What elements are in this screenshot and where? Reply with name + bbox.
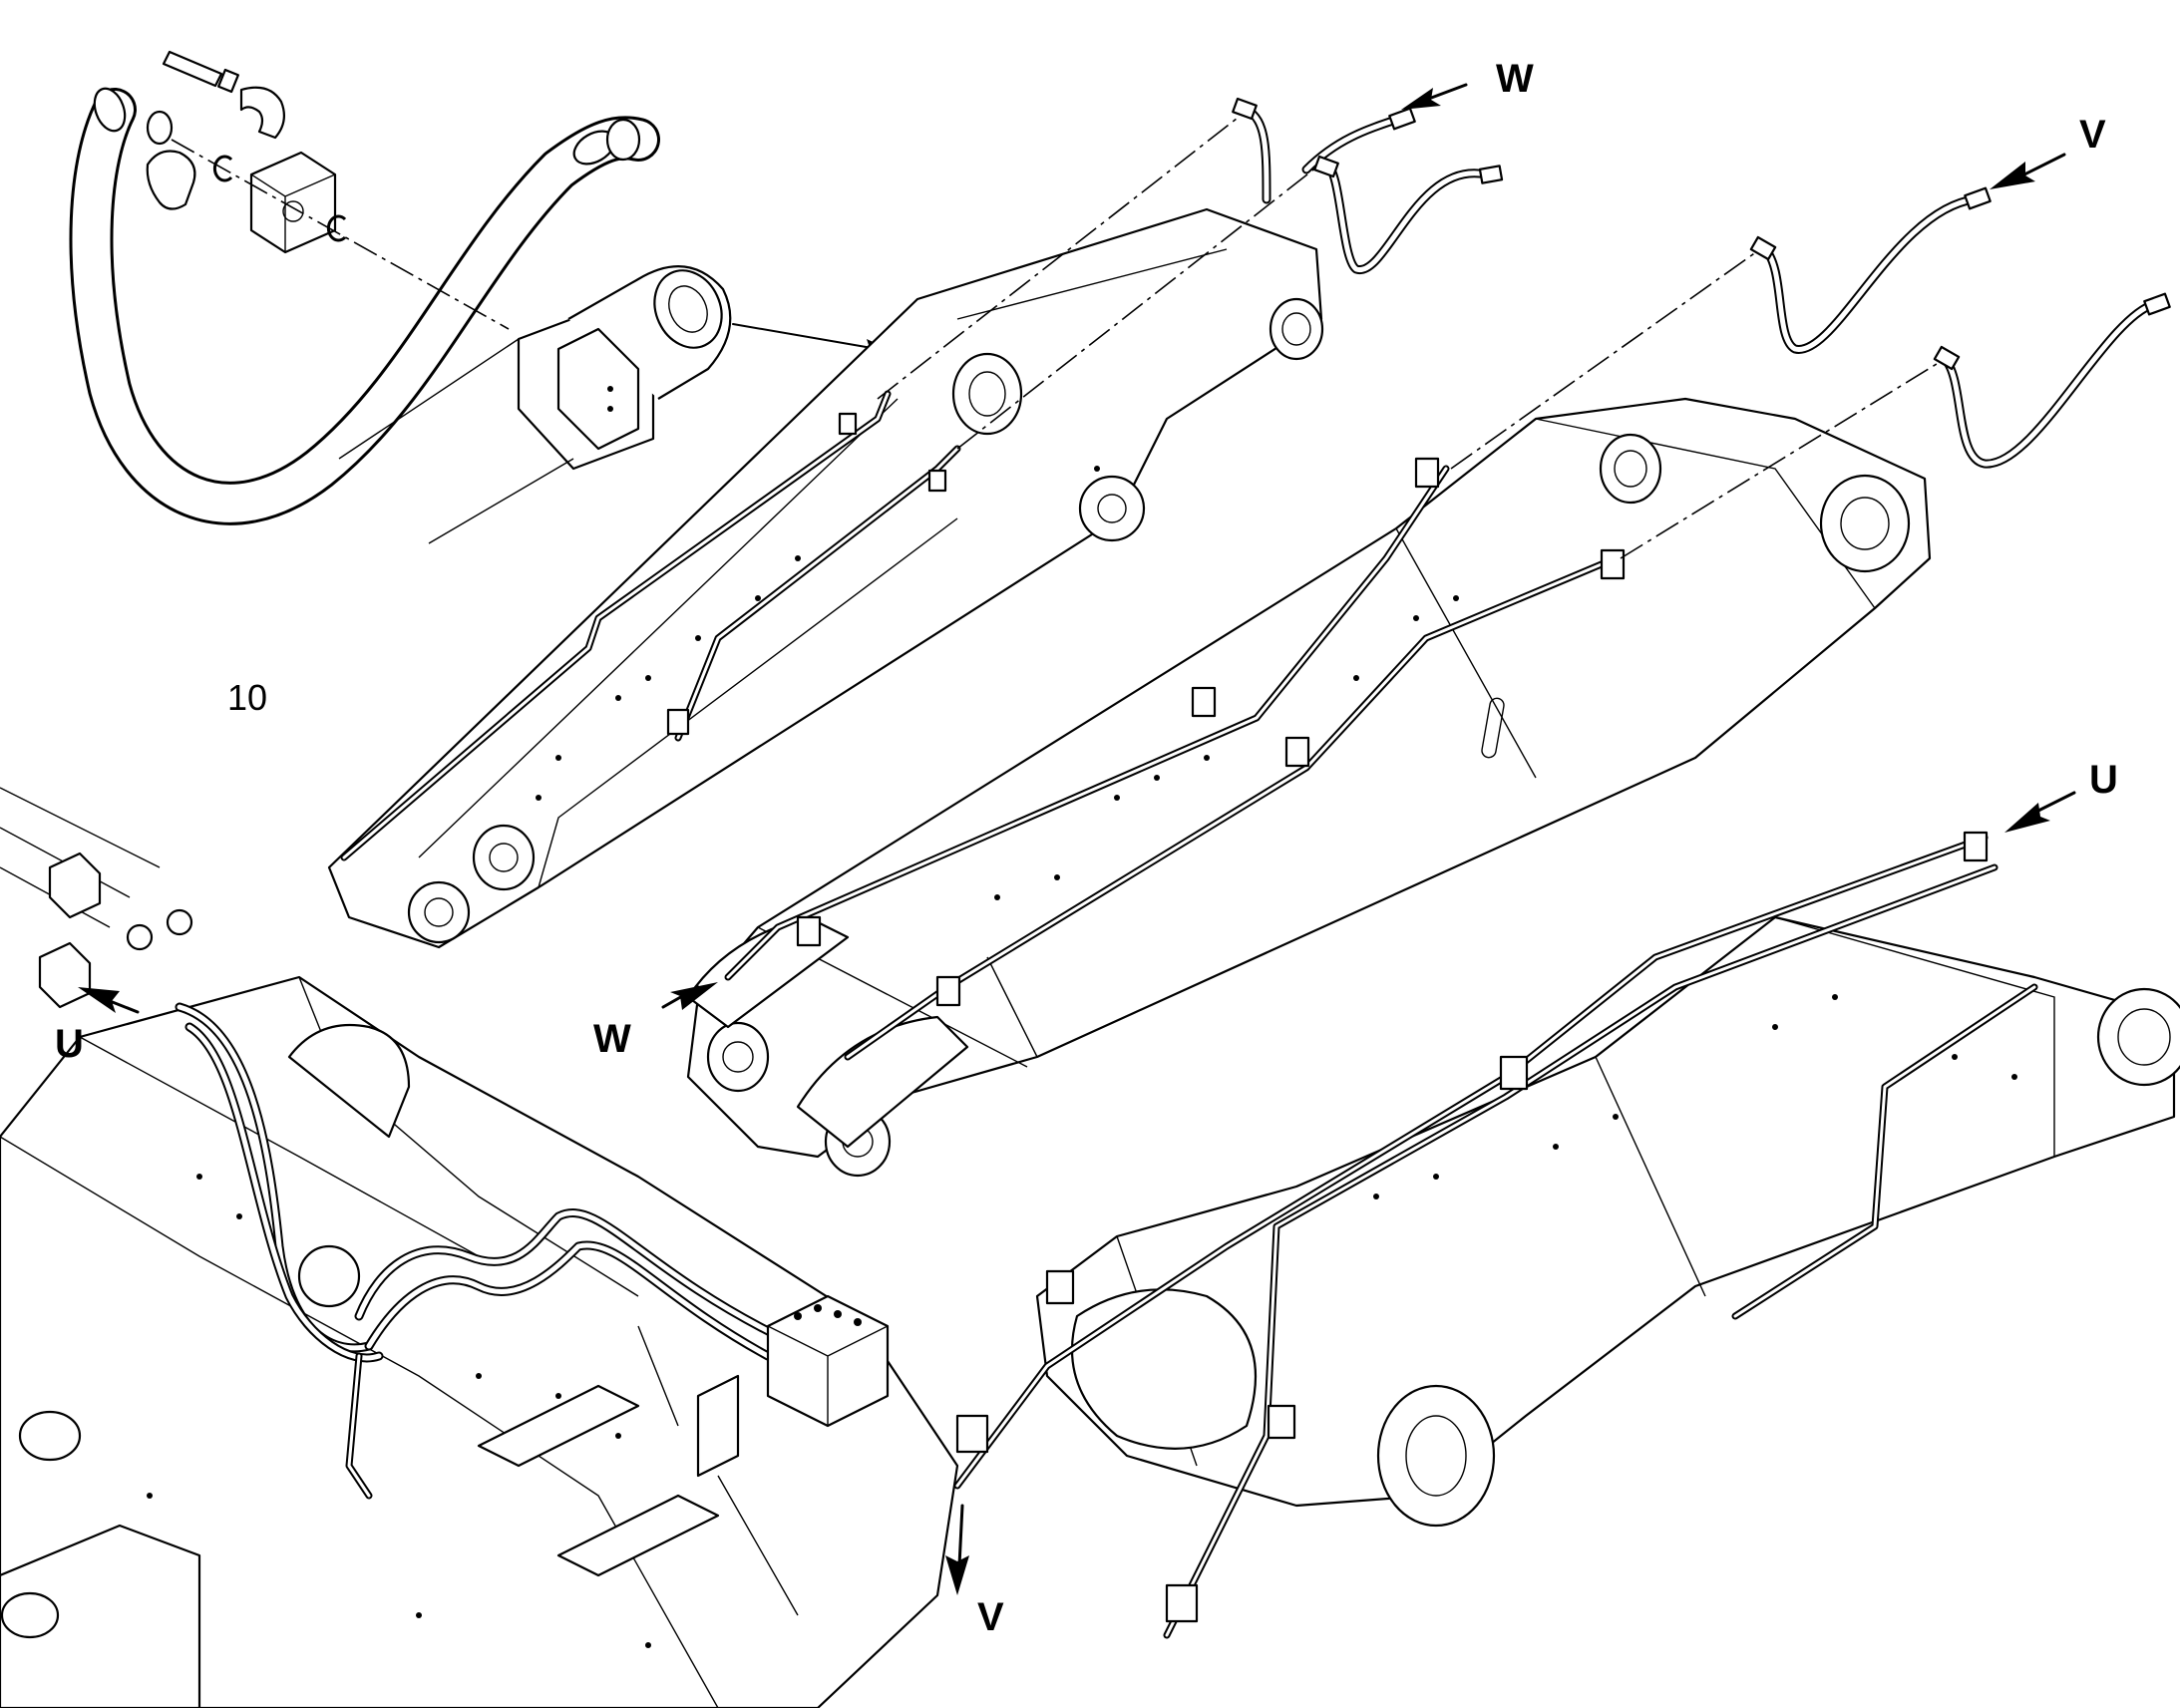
right-hoses xyxy=(1749,186,2171,469)
view-label-w-bottom: W xyxy=(593,1017,631,1061)
main-boom xyxy=(686,248,1946,1178)
view-label-v-bottom: V xyxy=(977,1595,1004,1639)
lower-right-boom xyxy=(953,831,2180,1639)
hose-flange-detail xyxy=(69,50,893,544)
view-label-u-left: U xyxy=(55,1022,84,1066)
arm-boom xyxy=(327,114,1327,949)
view-label-u-right: U xyxy=(2089,758,2118,802)
lower-frame xyxy=(0,787,959,1708)
top-hoses xyxy=(1232,97,1504,274)
item-number: 10 xyxy=(227,677,267,718)
view-label-v-top: V xyxy=(2079,113,2106,157)
view-label-w-top: W xyxy=(1496,57,1534,101)
view-arrows xyxy=(78,83,2076,1595)
